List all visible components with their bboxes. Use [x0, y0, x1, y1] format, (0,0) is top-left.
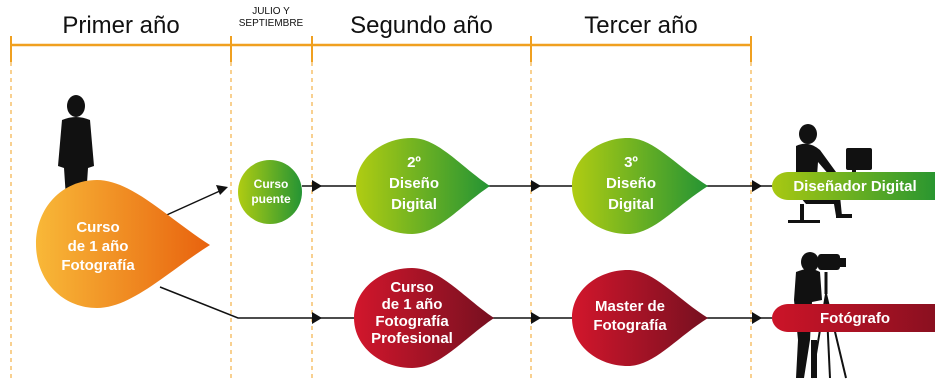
arrow-to-design2-a [312, 180, 322, 192]
outcome-designer-label: Diseñador Digital [793, 178, 916, 195]
arrow-to-photo-pro [312, 312, 322, 324]
header-year3: Tercer año [584, 12, 698, 39]
node-design2-line3: Digital [391, 196, 437, 213]
outcome-designer: Diseñador Digital [772, 172, 935, 200]
header-year1: Primer año [62, 12, 180, 39]
node-bridge-line1: Curso [254, 177, 289, 191]
arrow-to-bridge [216, 185, 228, 195]
outcome-photographer: Fotógrafo [772, 304, 935, 332]
arrow-to-design3 [531, 180, 541, 192]
node-design2-line1: 2º [407, 154, 421, 171]
node-photo-pro-line1: Curso [390, 279, 433, 296]
header-bridge-period: JULIO Y SEPTIEMBRE [226, 6, 316, 30]
node-design3-line1: 3º [624, 154, 638, 171]
node-photo-pro-line3: Fotografía [375, 313, 449, 330]
outcome-photographer-label: Fotógrafo [820, 310, 890, 327]
node-design-year3: 3º Diseño Digital [572, 138, 708, 234]
node-master-line1: Master de [595, 298, 665, 315]
connector-start-to-bridge [159, 189, 223, 219]
node-bridge-course: Curso puente [238, 160, 302, 224]
timeline-ticks [10, 36, 752, 62]
connector-start-to-photo-pro [159, 286, 356, 319]
node-design3-line2: Diseño [606, 175, 656, 192]
timeline [10, 36, 752, 382]
node-bridge-line2: puente [251, 192, 291, 206]
node-start-course: Curso de 1 año Fotografía [36, 180, 210, 308]
header-bridge-line1: JULIO Y [252, 6, 290, 17]
header-year2: Segundo año [350, 12, 493, 39]
node-design-year2: 2º Diseño Digital [356, 138, 490, 234]
standing-person-silhouette-icon [58, 95, 94, 198]
node-professional-photography: Curso de 1 año Fotografía Profesional [354, 268, 494, 368]
arrowheads [216, 180, 762, 324]
node-master-line2: Fotografía [593, 317, 667, 334]
node-photo-pro-line2: de 1 año [382, 296, 443, 313]
node-design2-line2: Diseño [389, 175, 439, 192]
node-start-line2: de 1 año [68, 238, 129, 255]
arrow-to-photographer [752, 312, 762, 324]
arrow-to-master [531, 312, 541, 324]
node-photography-master: Master de Fotografía [572, 270, 708, 366]
arrow-to-designer [752, 180, 762, 192]
header-bridge-line2: SEPTIEMBRE [238, 18, 304, 29]
node-start-line1: Curso [76, 219, 119, 236]
node-design3-line3: Digital [608, 196, 654, 213]
timeline-dashed-guides [10, 62, 752, 382]
node-photo-pro-line4: Profesional [371, 330, 453, 347]
node-start-line3: Fotografía [61, 257, 135, 274]
